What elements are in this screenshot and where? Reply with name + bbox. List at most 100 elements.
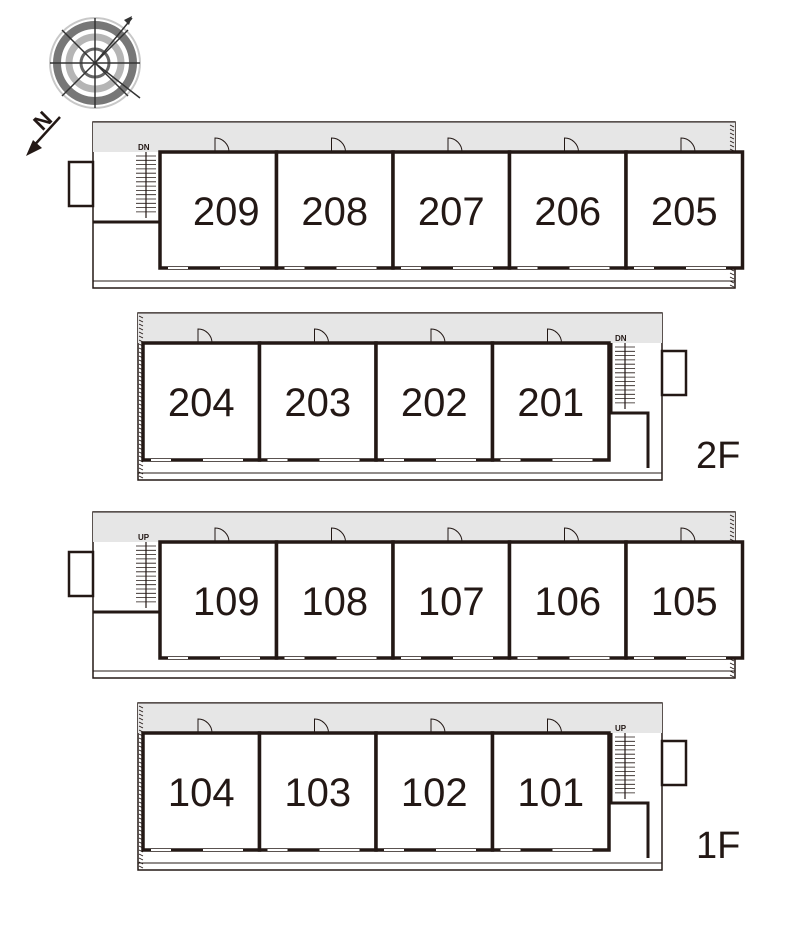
hatch-line [729,132,735,136]
entrance-porch [660,349,688,397]
door-icon [314,718,329,734]
room-number: 209 [193,190,260,234]
room-number: 108 [301,580,368,624]
hatch-line [138,865,144,869]
stair-label: UP [615,724,627,733]
room-wall [391,540,512,660]
room-wall [274,150,395,270]
hatch-line [138,475,144,479]
door-icon [680,527,696,543]
hatch-line [729,124,735,128]
hatch-line [138,319,144,323]
stair: UP [609,724,650,858]
room-number: 202 [401,381,468,425]
room-number: 101 [517,771,584,815]
hatch-line [729,662,735,666]
hatch-line [729,514,735,518]
building-block: DN 204 203 202 201 [137,312,688,481]
room: 207 [391,137,512,270]
door-icon [214,527,230,543]
room-wall [490,731,611,852]
hatch-line [138,713,144,717]
room: 102 [374,718,495,852]
room-wall [158,150,279,270]
room: 101 [490,718,611,852]
room: 209 [158,137,279,270]
hatch-line [729,140,735,144]
door-icon [214,137,230,153]
door-icon [314,328,329,344]
hatch-line [138,335,144,339]
corridor [138,313,662,343]
door-icon [547,328,562,344]
hatch-line [729,674,735,678]
room: 106 [507,527,628,660]
room-number: 103 [284,771,351,815]
room-number: 104 [168,771,235,815]
stair-label: UP [138,533,150,542]
corridor [93,512,735,542]
hatch-line [138,315,144,319]
door-icon [447,527,463,543]
hatch-line [138,467,144,471]
room: 103 [257,718,378,852]
door-icon [447,137,463,153]
room-number: 203 [284,381,351,425]
hatch-line [138,717,144,721]
north-label: N [28,106,57,135]
stair-label: DN [138,143,150,152]
floor-label-2f: 2F [696,435,740,477]
room: 205 [624,137,745,270]
room-wall [374,341,495,462]
entrance-porch [67,550,95,598]
room: 108 [274,527,395,660]
stair-wall [609,733,650,858]
room-number: 204 [168,381,235,425]
room-number: 206 [534,190,601,234]
room-number: 201 [517,381,584,425]
hatch-line [729,522,735,526]
hatch-line [729,128,735,132]
door-icon [564,527,579,543]
hatch-line [729,530,735,534]
room: 202 [374,328,495,462]
room-wall [507,540,628,660]
hatch-line [729,666,735,670]
hatch-line [729,280,735,284]
building-block: UP 104 103 102 101 [137,702,688,871]
stair: DN [609,334,650,468]
door-icon [430,328,446,344]
corridor [93,122,735,152]
hatch-line [729,518,735,522]
room: 203 [257,328,378,462]
door-icon [197,328,213,344]
hatch-line [729,526,735,530]
room-number: 106 [534,580,601,624]
room-wall [374,731,495,852]
room: 206 [507,137,628,270]
hatch-line [138,323,144,327]
floor-label-1f: 1F [696,825,740,867]
hatch-line [138,709,144,713]
room-number: 208 [301,190,368,234]
hatch-line [138,705,144,709]
room: 208 [274,137,395,270]
hatch-line [729,136,735,140]
north-arrow-icon [26,116,61,156]
room-wall [391,150,512,270]
door-icon [564,137,579,153]
room-wall [624,540,745,660]
entrance-porch [660,739,688,787]
room-number: 205 [651,190,718,234]
door-icon [430,718,446,734]
room: 204 [141,328,262,462]
stair-label: DN [615,334,627,343]
room-number: 102 [401,771,468,815]
door-icon [331,137,346,153]
room-wall [158,540,279,660]
room-wall [141,731,262,852]
room-wall [274,540,395,660]
door-icon [197,718,213,734]
hatch-line [138,463,144,467]
room-wall [507,150,628,270]
